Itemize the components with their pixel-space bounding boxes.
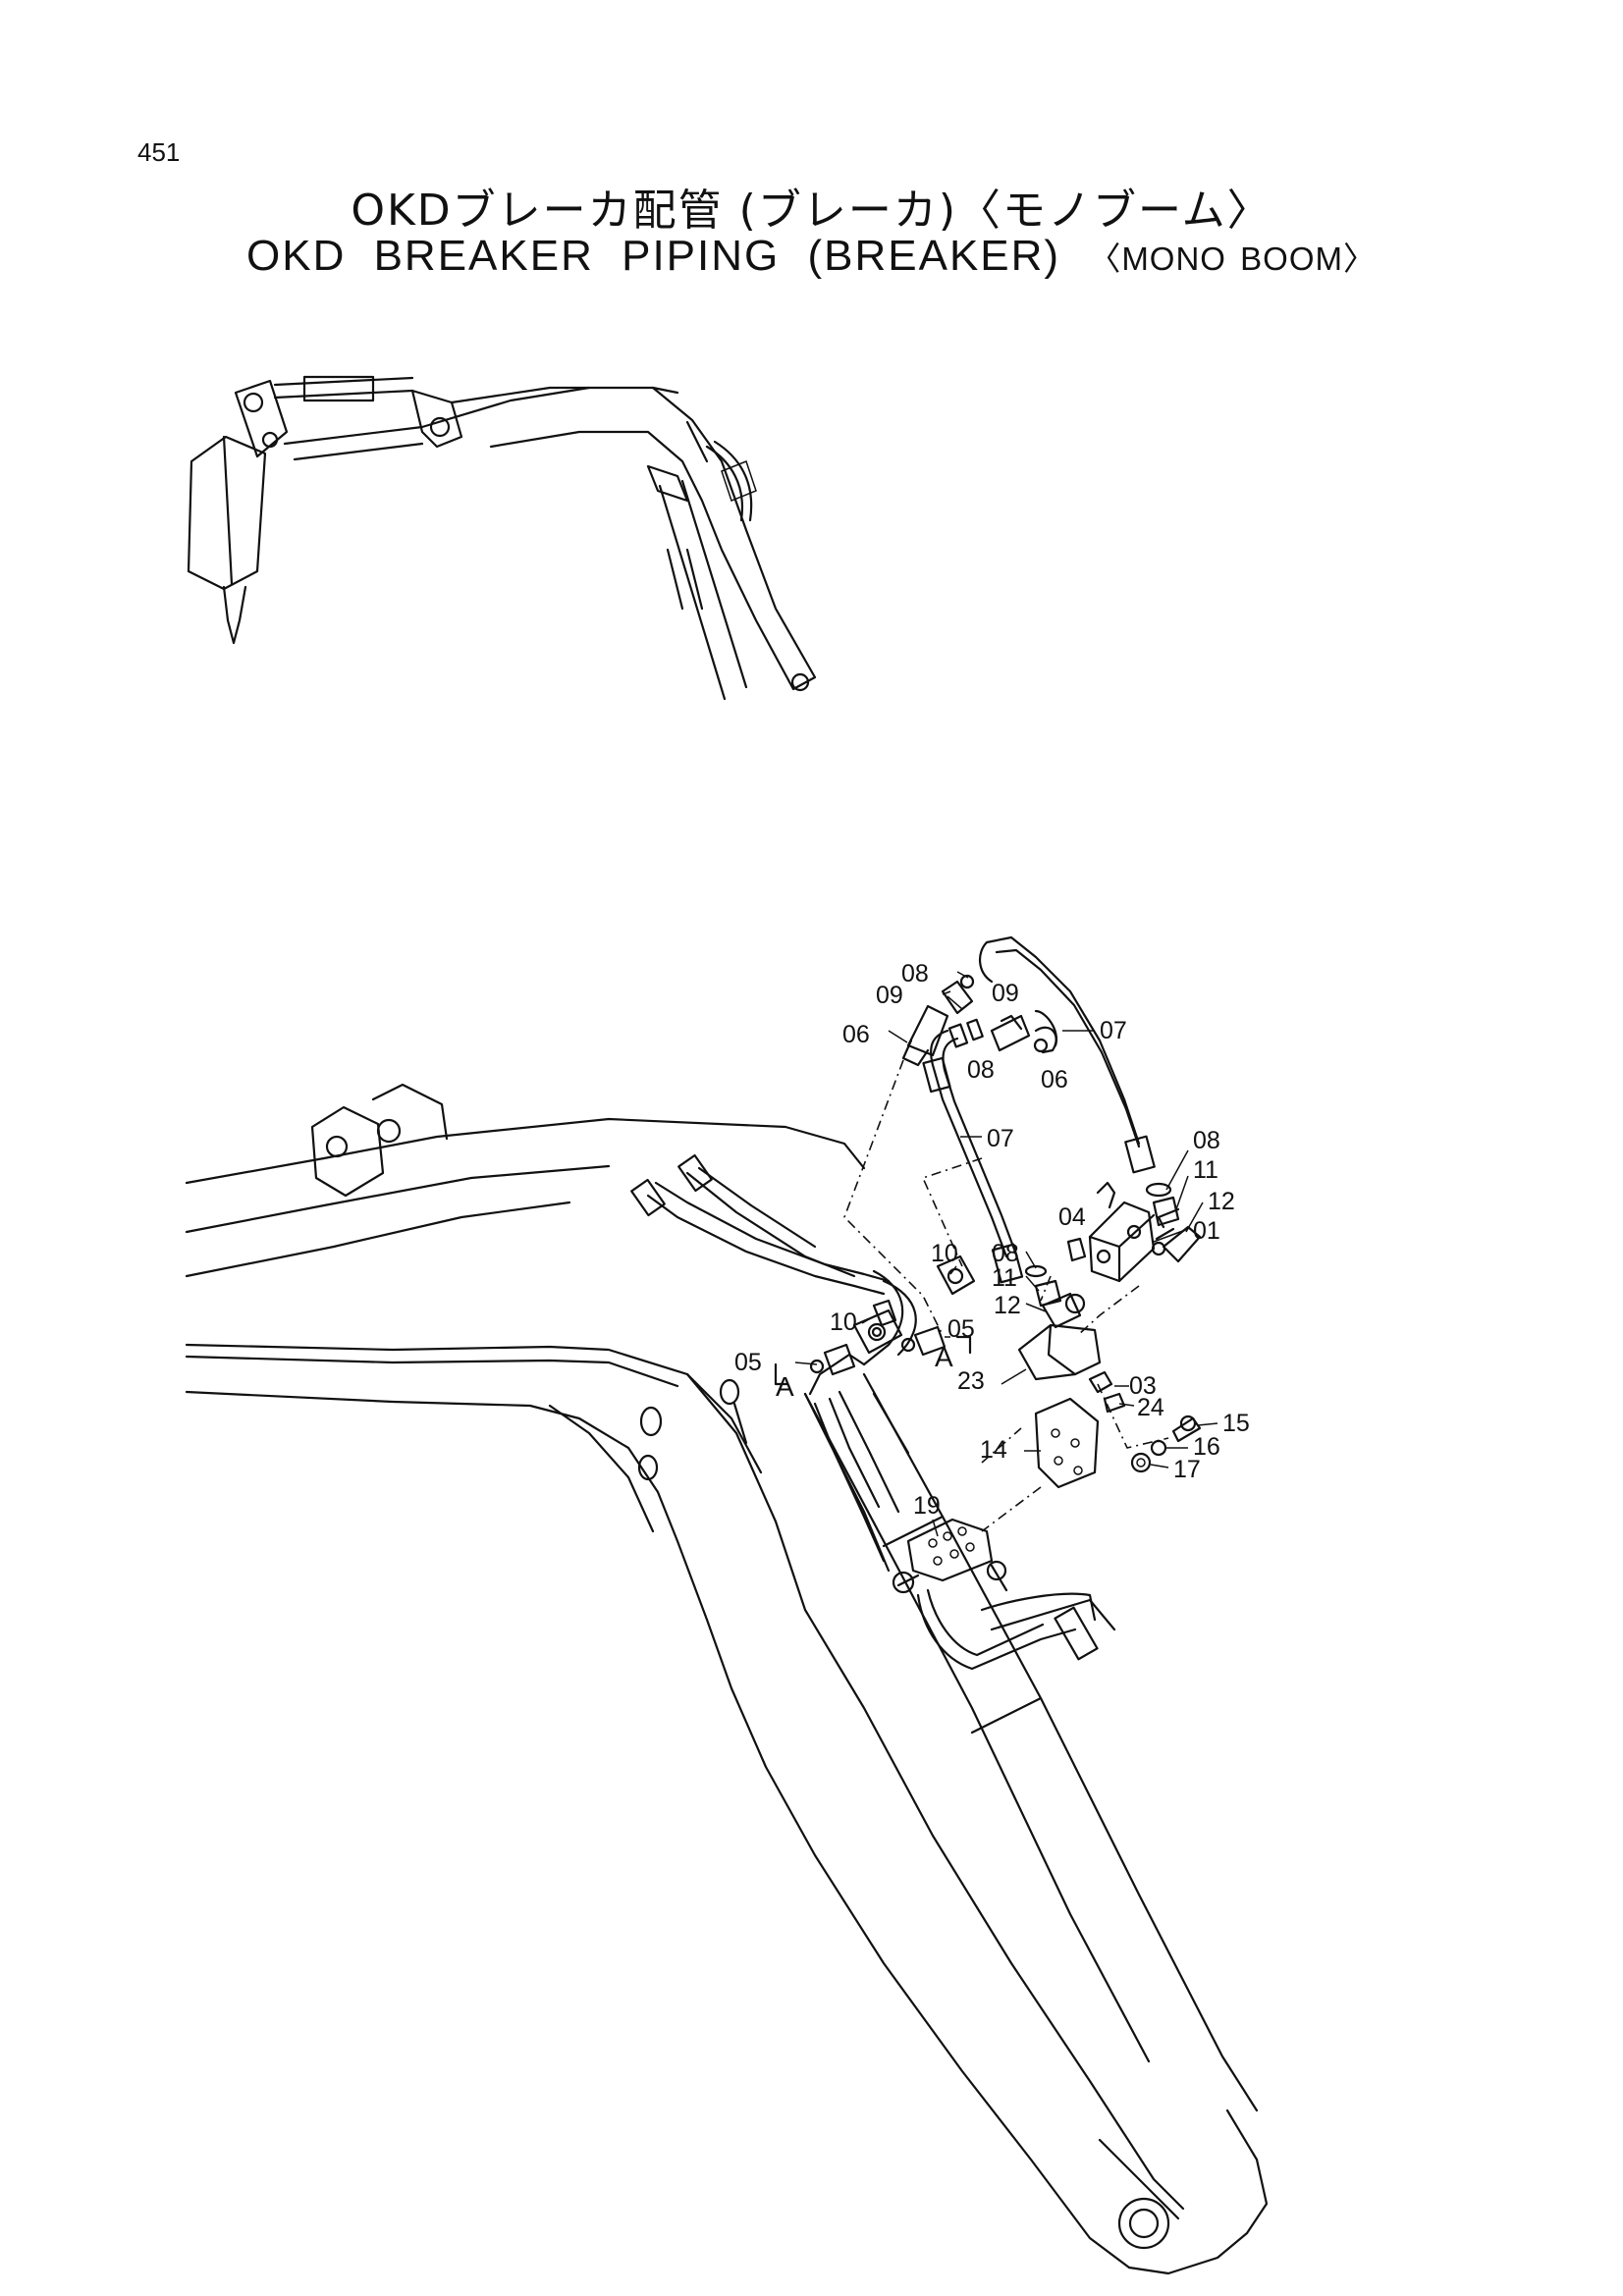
boom-foot (1127, 2109, 1269, 2275)
callout-19: 19 (913, 1492, 941, 1520)
overview-boom-cylinder (658, 479, 748, 701)
callout-01: 01 (1193, 1217, 1220, 1245)
callout-12: 12 (994, 1292, 1021, 1319)
part-15-bolt (1171, 1416, 1202, 1443)
callout-09: 09 (992, 980, 1019, 1007)
callout-03: 03 (1129, 1372, 1157, 1400)
boom-hole (719, 1378, 740, 1406)
callout-15: 15 (1222, 1410, 1250, 1437)
callout-08: 08 (967, 1056, 995, 1084)
part-08-oring-2 (1145, 1182, 1172, 1198)
part-10-adapter (936, 1255, 976, 1296)
arm-bracket (310, 1105, 385, 1198)
callout-08: 08 (992, 1240, 1019, 1267)
callout-08: 08 (1193, 1127, 1220, 1154)
overview-breaker-chisel (222, 585, 247, 645)
callout-05: 05 (734, 1349, 762, 1376)
view-a-marker-2 (955, 1335, 972, 1355)
part-05-fitting (913, 1325, 947, 1357)
part-11-adapter (1152, 1196, 1180, 1227)
overview-bracket (234, 379, 289, 458)
boom-cylinder-top (862, 1372, 1259, 2112)
arm-bottom-edge (185, 1201, 571, 1278)
part-09-adapter (941, 980, 974, 1015)
overview-boom (450, 386, 817, 691)
overview-arm (283, 386, 591, 461)
part-07-hose-end (1124, 1135, 1156, 1174)
boom-top-edge (185, 1343, 1185, 2211)
callout-11: 11 (1193, 1156, 1218, 1184)
part-05-fitting-2 (823, 1343, 856, 1376)
boom-foot-pin (1117, 2197, 1170, 2250)
view-a-label: A (935, 1342, 953, 1372)
callout-07: 07 (987, 1125, 1014, 1152)
title-english: OKD BREAKER PIPING (BREAKER) 〈MONO BOOM〉 (0, 232, 1623, 281)
boom-rod (803, 1392, 886, 1563)
title-english-sub: 〈MONO BOOM〉 (1088, 240, 1377, 277)
part-03-washer (1088, 1370, 1113, 1394)
part-08-oring (959, 974, 975, 989)
part-07-hose-end-2 (991, 1243, 1024, 1284)
callout-06: 06 (1041, 1066, 1068, 1094)
boom-cylinder-bottom (803, 1392, 1151, 2063)
arm-pin-hole (325, 1135, 349, 1158)
main-assembly (185, 1083, 1269, 2275)
callout-09: 09 (876, 982, 903, 1009)
callout-23: 23 (957, 1367, 985, 1395)
callout-10: 10 (931, 1240, 958, 1267)
arm-hose-1 (646, 1194, 886, 1296)
arm-hose-2 (654, 1181, 891, 1283)
part-17-washer (1130, 1452, 1152, 1473)
assembly-line (843, 1059, 944, 1336)
part-06-elbow-2 (1034, 1026, 1057, 1054)
title-english-main: OKD BREAKER PIPING (BREAKER) (246, 232, 1061, 280)
part-06-elbow (906, 1004, 949, 1057)
view-a-marker-1 (774, 1362, 789, 1386)
part-10-adapter-2 (872, 1299, 897, 1327)
title-japanese: OKDブレーカ配管 (ブレーカ)〈モノブーム〉 (351, 186, 1272, 236)
overview-hoses (705, 440, 753, 522)
part-04-plug (1066, 1237, 1087, 1262)
callout-08: 08 (901, 960, 929, 988)
boom-hole (637, 1454, 659, 1481)
overview-arm-cylinder (273, 376, 414, 400)
callouts: 08 09 06 09 08 06 07 07 08 11 12 04 01 1… (734, 960, 1250, 1520)
callout-16: 16 (1193, 1433, 1220, 1461)
arm-mid-edge (185, 1164, 611, 1234)
part-24-bolt (1103, 1392, 1126, 1414)
boom-hole (639, 1406, 663, 1437)
part-07-hose-long (979, 935, 1141, 1146)
part-23-bracket (1017, 1323, 1102, 1381)
part-01-valve (1088, 1201, 1156, 1283)
boom-bottom-edge (185, 1390, 1131, 2269)
hose-down-1 (813, 1402, 891, 1573)
callout-10: 10 (830, 1308, 857, 1336)
part-09-adapter-2 (990, 1014, 1031, 1052)
callout-05: 05 (947, 1315, 975, 1343)
clamp-19 (906, 1518, 994, 1582)
part-12-elbow (1162, 1225, 1202, 1263)
part-16-washer (1150, 1439, 1167, 1457)
overview-sketch (187, 375, 817, 701)
callout-12: 12 (1208, 1188, 1235, 1215)
callout-17: 17 (1173, 1456, 1201, 1483)
callout-06: 06 (842, 1021, 870, 1048)
arm-hose-fitting (630, 1178, 666, 1217)
boom-top-edge-inner (185, 1355, 679, 1388)
arm-top-edge (185, 1117, 866, 1185)
part-07-hose-mid (930, 1029, 1008, 1258)
part-14-plate (1034, 1397, 1100, 1489)
page-number: 451 (137, 137, 181, 167)
view-a-label: A (776, 1371, 794, 1402)
callout-24: 24 (1137, 1394, 1164, 1421)
boom-pipe (916, 1593, 1077, 1671)
exploded-parts (774, 935, 1218, 1537)
overview-breaker-body (187, 435, 267, 591)
callout-11: 11 (992, 1264, 1017, 1292)
callout-04: 04 (1058, 1203, 1086, 1231)
callout-14: 14 (980, 1436, 1007, 1464)
callout-07: 07 (1100, 1017, 1127, 1044)
